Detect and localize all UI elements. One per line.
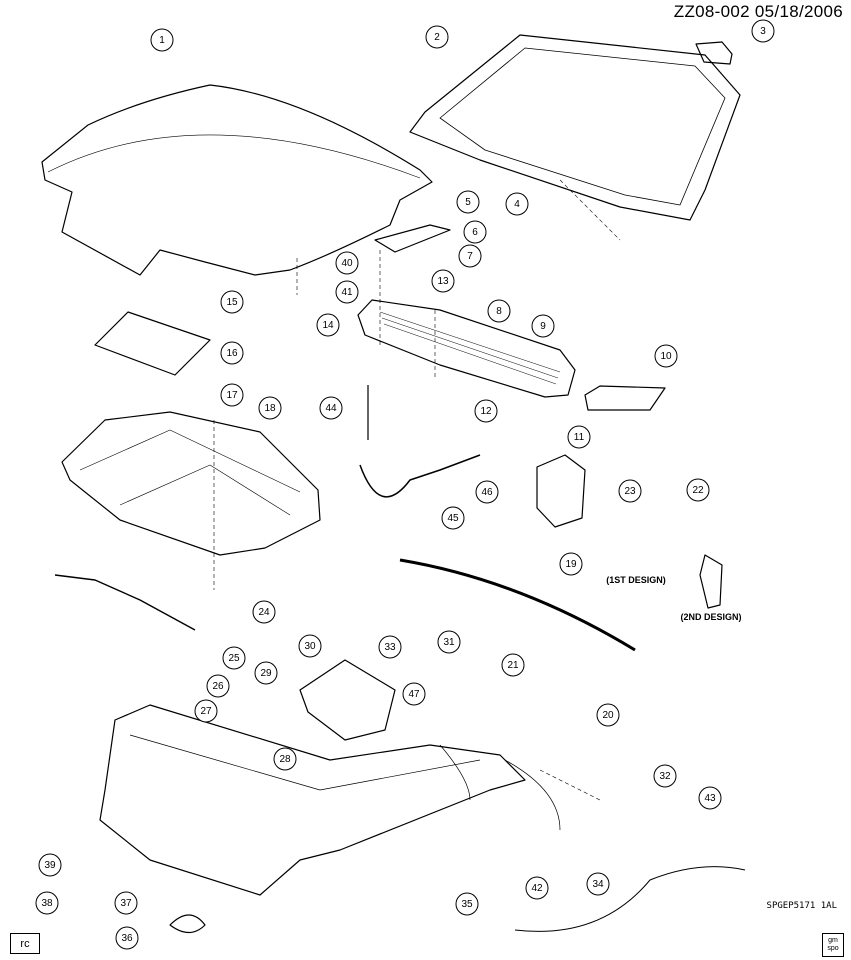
callout-15: 15 bbox=[226, 297, 238, 308]
callout-46: 46 bbox=[481, 487, 493, 498]
logo-line1: gm bbox=[828, 937, 838, 944]
callout-29: 29 bbox=[260, 668, 272, 679]
callout-17: 17 bbox=[226, 390, 238, 401]
callout-45: 45 bbox=[447, 513, 459, 524]
corner-tag: rc bbox=[10, 933, 40, 954]
side-vent bbox=[584, 385, 666, 411]
callout-12: 12 bbox=[480, 406, 492, 417]
callout-36: 36 bbox=[121, 933, 133, 944]
retainer-2nd bbox=[699, 554, 723, 609]
callout-44: 44 bbox=[325, 403, 337, 414]
callout-39: 39 bbox=[44, 860, 56, 871]
callout-13: 13 bbox=[437, 276, 449, 287]
callout-42: 42 bbox=[531, 883, 543, 894]
callout-16: 16 bbox=[226, 348, 238, 359]
callout-2: 2 bbox=[434, 32, 440, 43]
callout-35: 35 bbox=[461, 899, 473, 910]
callout-38: 38 bbox=[41, 898, 53, 909]
front-structure bbox=[99, 704, 526, 896]
release-cable bbox=[514, 866, 746, 932]
callout-6: 6 bbox=[472, 227, 478, 238]
callout-26: 26 bbox=[212, 681, 224, 692]
callout-5: 5 bbox=[465, 197, 471, 208]
callout-33: 33 bbox=[384, 642, 396, 653]
battery-tray bbox=[299, 659, 396, 741]
callout-3: 3 bbox=[760, 26, 766, 37]
diagram-code: SPGEP5171 1AL bbox=[766, 901, 837, 911]
callout-47: 47 bbox=[408, 689, 420, 700]
logo-line2: spo bbox=[827, 945, 839, 952]
diagram-header: ZZ08-002 05/18/2006 bbox=[673, 2, 843, 21]
underhood-insulator bbox=[61, 411, 321, 556]
insulator-pad bbox=[94, 311, 211, 376]
callout-41: 41 bbox=[341, 287, 353, 298]
callout-27: 27 bbox=[200, 706, 212, 717]
windshield bbox=[409, 34, 741, 221]
callout-14: 14 bbox=[322, 320, 334, 331]
callout-24: 24 bbox=[258, 607, 270, 618]
callout-43: 43 bbox=[704, 793, 716, 804]
mirror bbox=[695, 41, 733, 65]
label-second-design: (2ND DESIGN) bbox=[680, 612, 741, 622]
callout-1: 1 bbox=[159, 35, 165, 46]
callout-19: 19 bbox=[565, 559, 577, 570]
horn bbox=[169, 914, 206, 934]
callout-28: 28 bbox=[279, 754, 291, 765]
shield-box bbox=[536, 454, 586, 528]
label-first-design: (1ST DESIGN) bbox=[606, 575, 666, 585]
gm-spo-logo: gm spo bbox=[822, 933, 844, 957]
callout-9: 9 bbox=[540, 321, 546, 332]
cowl-panel bbox=[357, 299, 576, 398]
callout-11: 11 bbox=[574, 432, 585, 443]
bracket bbox=[374, 224, 451, 253]
callout-circles bbox=[35, 19, 775, 950]
callout-21: 21 bbox=[507, 660, 519, 671]
callout-30: 30 bbox=[304, 641, 316, 652]
callout-25: 25 bbox=[228, 653, 240, 664]
callout-34: 34 bbox=[592, 879, 604, 890]
callout-8: 8 bbox=[496, 306, 502, 317]
callout-22: 22 bbox=[692, 485, 704, 496]
callout-7: 7 bbox=[467, 251, 473, 262]
callout-18: 18 bbox=[264, 403, 276, 414]
callout-31: 31 bbox=[443, 637, 455, 648]
callout-4: 4 bbox=[514, 199, 520, 210]
callout-20: 20 bbox=[602, 710, 614, 721]
weatherstrip bbox=[399, 558, 636, 652]
prop-rod bbox=[54, 574, 196, 631]
callout-32: 32 bbox=[659, 771, 671, 782]
callout-10: 10 bbox=[660, 351, 672, 362]
callout-37: 37 bbox=[120, 898, 132, 909]
callout-40: 40 bbox=[341, 258, 353, 269]
callout-23: 23 bbox=[624, 486, 636, 497]
washer-hose bbox=[359, 454, 481, 498]
hood-panel bbox=[41, 84, 433, 276]
